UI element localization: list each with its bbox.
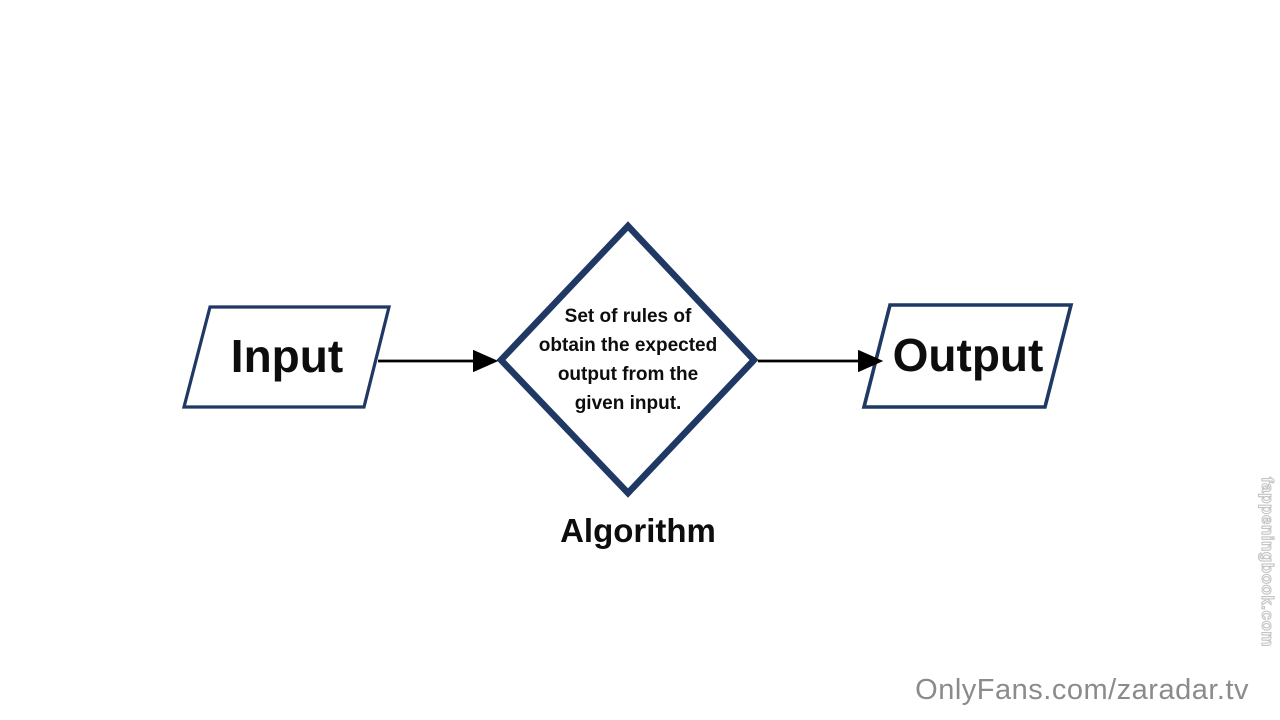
process-text-line-1: Set of rules of (564, 305, 692, 327)
output-label: Output (892, 329, 1044, 381)
process-diamond-shape (496, 221, 759, 498)
process-text-line-3: output from the (557, 363, 699, 385)
process-text-line-2: obtain the expected (538, 334, 718, 356)
process-text-line-4: given input. (574, 392, 682, 414)
watermark-side: fappeningbook.com (1257, 476, 1277, 647)
input-parallelogram-shape (181, 305, 392, 409)
watermark-bottom: OnlyFans.com/zaradar.tv (915, 674, 1249, 706)
process-text: Set of rules of obtain the expected outp… (500, 223, 756, 496)
output-parallelogram-shape (861, 303, 1074, 409)
algorithm-caption: Algorithm (560, 512, 716, 549)
input-label: Input (230, 330, 344, 382)
